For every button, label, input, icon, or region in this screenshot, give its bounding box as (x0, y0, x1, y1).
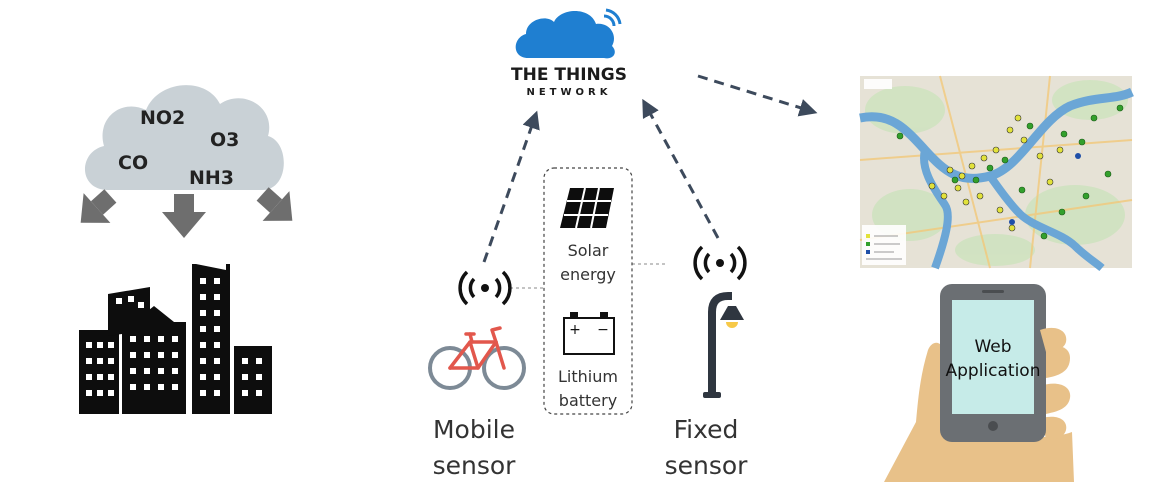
solar-label-line2: energy (560, 265, 616, 284)
ttn-logo-line1: THE THINGS (511, 65, 627, 85)
gas-label-no2: NO2 (140, 107, 185, 129)
battery-icon: + − (563, 312, 615, 355)
web-app-label-line2: Application (946, 361, 1041, 381)
power-source-box: Solar energy + − Lithium battery (543, 167, 633, 415)
fixed-sensor-label-line1: Fixed (674, 415, 739, 444)
street-lamp-icon (703, 292, 744, 398)
web-app-label-line1: Web (974, 337, 1011, 357)
solar-label-line1: Solar (568, 241, 609, 260)
hand-icon (884, 342, 1074, 482)
network-to-app-arrow (697, 74, 818, 117)
phone-icon: Web Application (940, 284, 1046, 442)
down-arrow-icon (80, 187, 293, 238)
gas-label-co: CO (118, 152, 148, 174)
mobile-sensor-label-line1: Mobile (433, 415, 515, 444)
cloud-icon (84, 85, 284, 190)
pollution-cloud: NO2 O3 CO NH3 (84, 85, 284, 190)
battery-label-line1: Lithium (558, 367, 618, 386)
city-icon (79, 264, 272, 414)
ttn-cloud-icon (515, 11, 615, 59)
ttn-logo: THE THINGS NETWORK (511, 8, 627, 98)
ttn-logo-line2: NETWORK (526, 87, 611, 98)
gas-label-nh3: NH3 (189, 167, 234, 189)
wireless-signal-icon (458, 270, 512, 306)
uplink-arrow-mobile (482, 110, 540, 263)
battery-plus-sign: + (569, 322, 581, 338)
solar-panel-icon (560, 187, 614, 229)
gas-label-o3: O3 (210, 129, 239, 151)
wireless-signal-icon (693, 245, 747, 281)
bicycle-icon (428, 326, 526, 390)
fixed-sensor-label-line2: sensor (665, 451, 749, 480)
map-image (859, 75, 1134, 272)
battery-label-line2: battery (559, 391, 617, 410)
mobile-sensor-label-line2: sensor (433, 451, 517, 480)
battery-minus-sign: − (597, 322, 609, 338)
uplink-arrow-fixed (642, 98, 720, 239)
